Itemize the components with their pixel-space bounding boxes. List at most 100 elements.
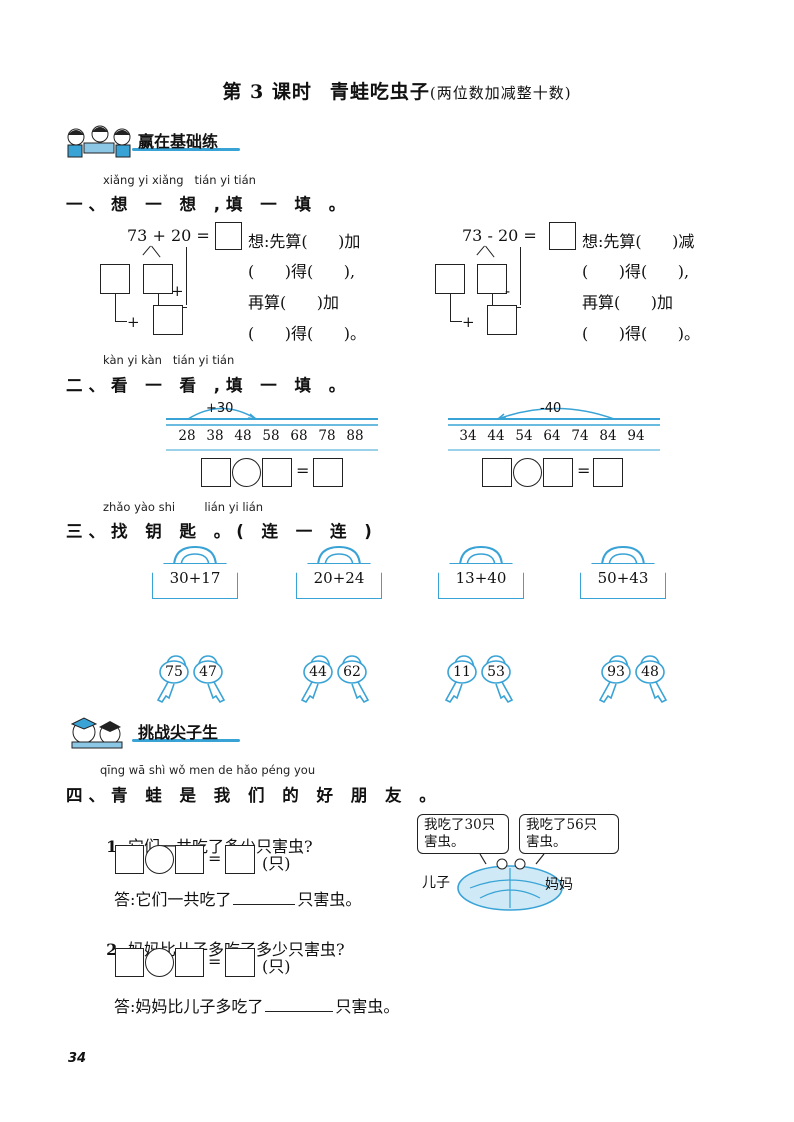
speech-bubble-son: 我吃了30只 害虫。 — [417, 814, 509, 854]
q4-p1-equals: = — [208, 849, 222, 868]
frog-illustration-icon — [457, 853, 563, 911]
kids-graduation-icon — [70, 717, 123, 749]
q4-p2-box-2[interactable] — [175, 948, 204, 977]
q4-p1-operator-circle[interactable] — [145, 845, 174, 874]
lock-shackle-icon — [173, 545, 217, 568]
lock[interactable]: 13+40 — [438, 545, 524, 603]
q4-p1-box-1[interactable] — [115, 845, 144, 874]
tick-label: 48 — [234, 428, 252, 444]
answer-prefix: 答:它们一共吃了 — [114, 890, 232, 909]
speech-bubble-mom: 我吃了56只 害虫。 — [519, 814, 619, 854]
q4-p2-answer-line: 答:妈妈比儿子多吃了只害虫。 — [114, 993, 399, 1017]
q2-left-operator-circle[interactable] — [232, 458, 261, 487]
q2-left-number-line: +30 28 38 48 58 68 78 88 — [166, 398, 378, 454]
q4-p1-answer-line: 答:它们一共吃了 只害虫。 — [114, 886, 361, 910]
key-pair[interactable]: 11 53 — [440, 652, 520, 704]
key-number: 53 — [487, 664, 505, 680]
q1-right-split-box-1[interactable] — [435, 264, 465, 294]
lock[interactable]: 20+24 — [296, 545, 382, 603]
tick-label: 74 — [571, 428, 589, 444]
q1-right-hint-3: 再算( )加 — [582, 293, 674, 312]
q1-right-answer-box[interactable] — [549, 222, 576, 250]
page-title: 第 3 课时青蛙吃虫子(两位数加减整十数) — [0, 77, 794, 104]
q2-left-box-1[interactable] — [201, 458, 231, 487]
tick-label: 44 — [487, 428, 505, 444]
q2-right-equals: = — [577, 461, 591, 480]
key-pair[interactable]: 75 47 — [152, 652, 232, 704]
page-number: 34 — [68, 1051, 87, 1066]
key-pair[interactable]: 93 48 — [594, 652, 674, 704]
q1-right-hint-4: ( )得( )。 — [582, 324, 701, 343]
lock[interactable]: 30+17 — [152, 545, 238, 603]
q2-right-result-box[interactable] — [593, 458, 623, 487]
q2-left-arc-label: +30 — [206, 401, 234, 416]
q1-right-result-box[interactable] — [487, 305, 517, 335]
q1-left-plus-1: + — [171, 282, 184, 300]
label-mom: 妈妈 — [545, 877, 573, 893]
answer-blank[interactable] — [233, 904, 296, 905]
q4-p2-box-1[interactable] — [115, 948, 144, 977]
tick-label: 88 — [346, 428, 364, 444]
q2-left-box-2[interactable] — [262, 458, 292, 487]
q1-left-result-box[interactable] — [153, 305, 183, 335]
q4-pinyin: qīng wā shì wǒ men de hǎo péng you — [100, 763, 316, 777]
key-number: 93 — [607, 664, 625, 680]
q2-right-operator-circle[interactable] — [513, 458, 542, 487]
lock-shackle-icon — [601, 545, 645, 568]
q1-left-hint-2: ( )得( ), — [248, 262, 356, 281]
q4-p1-result-box[interactable] — [225, 845, 255, 874]
q1-right-split-box-2[interactable] — [477, 264, 507, 294]
key-pair-icon — [156, 655, 226, 704]
answer-blank[interactable] — [265, 1011, 334, 1012]
q4-p1-box-2[interactable] — [175, 845, 204, 874]
tick-label: 34 — [459, 428, 477, 444]
tick-label: 94 — [627, 428, 645, 444]
q1-right-plus: + — [462, 313, 475, 331]
q2-right-arc-label: -40 — [540, 401, 562, 416]
tick-label: 28 — [178, 428, 196, 444]
key-pair-icon — [444, 655, 514, 704]
q1-heading: 一、想 一 想 ,填 一 填 。 — [66, 195, 352, 214]
q1-left-answer-box[interactable] — [215, 222, 242, 250]
key-pair[interactable]: 44 62 — [296, 652, 376, 704]
key-number: 62 — [343, 664, 361, 680]
banner-label: 挑战尖子生 — [138, 723, 219, 742]
q1-left-hint-1: 想:先算( )加 — [248, 232, 361, 251]
q2-right-box-1[interactable] — [482, 458, 512, 487]
key-pair-icon — [598, 655, 668, 704]
tick-label: 58 — [262, 428, 280, 444]
lock-shackle-icon — [317, 545, 361, 568]
key-number: 44 — [309, 664, 327, 680]
q1-left-split-box-1[interactable] — [100, 264, 130, 294]
q1-right-hint-1: 想:先算( )减 — [582, 232, 695, 251]
lesson-topic: 青蛙吃虫子 — [329, 81, 430, 103]
q1-left-hint-3: 再算( )加 — [248, 293, 340, 312]
q1-left-plus-2: + — [127, 313, 140, 331]
q1-right-hint-2: ( )得( ), — [582, 262, 690, 281]
q4-p2-equals: = — [208, 952, 222, 971]
lock[interactable]: 50+43 — [580, 545, 666, 603]
q2-right-number-line: -40 34 44 54 64 74 84 94 — [448, 398, 660, 454]
q3-pinyin: zhǎo yào shi lián yi lián — [103, 500, 264, 514]
q2-left-result-box[interactable] — [313, 458, 343, 487]
key-number: 75 — [165, 664, 183, 680]
tick-label: 68 — [290, 428, 308, 444]
banner-label: 赢在基础练 — [138, 132, 219, 151]
q2-right-box-2[interactable] — [543, 458, 573, 487]
q4-p2-operator-circle[interactable] — [145, 948, 174, 977]
key-number: 11 — [453, 664, 471, 680]
kids-studying-icon — [67, 125, 131, 158]
lock-expression: 13+40 — [455, 569, 507, 587]
lock-expression: 20+24 — [313, 569, 365, 587]
lock-shackle-icon — [459, 545, 503, 568]
lesson-subtitle: (两位数加减整十数) — [429, 84, 572, 102]
q2-pinyin: kàn yi kàn tián yi tián — [103, 353, 235, 367]
answer-suffix: 只害虫。 — [297, 890, 362, 909]
lesson-number: 第 3 课时 — [222, 81, 312, 103]
q1-right-minus: - — [505, 282, 511, 300]
problem-question: 它们一共吃了多少只害虫? — [127, 837, 313, 856]
q1-left-split-box-2[interactable] — [143, 264, 173, 294]
key-number: 47 — [199, 664, 217, 680]
section-banner-challenge: 挑战尖子生 — [62, 716, 240, 750]
q4-p2-result-box[interactable] — [225, 948, 255, 977]
